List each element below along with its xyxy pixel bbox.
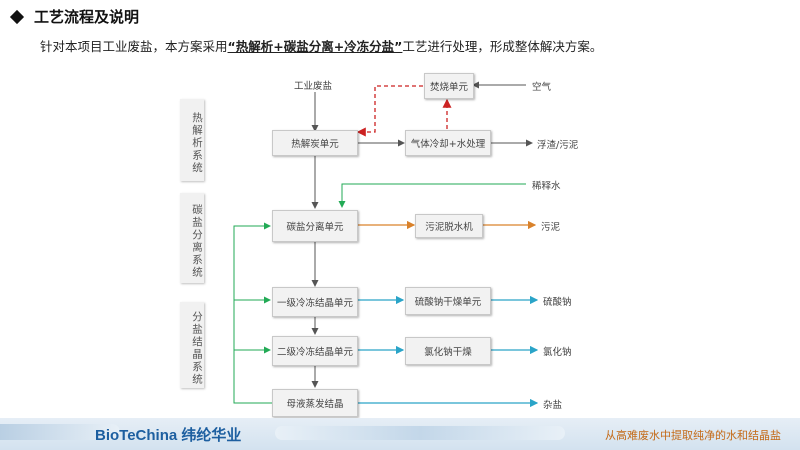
arrow-water-to-separation (338, 183, 526, 208)
system-crystallization-label: 分盐结晶系统 (191, 310, 203, 386)
node-sodium-sulfate-dry: 硫酸钠干燥单元 (405, 287, 491, 315)
node-pyrolysis: 热解炭单元 (272, 130, 358, 156)
node-freeze1: 一级冷冻结晶单元 (272, 287, 358, 317)
system-pyrolysis: 热解析系统 (180, 99, 204, 181)
footer-wave-center (275, 426, 565, 440)
input-waste-salt: 工业废盐 (294, 81, 333, 92)
node-combustion: 焚烧单元 (424, 73, 474, 99)
output-sludge: 污泥 (541, 222, 561, 233)
output-nacl: 氯化钠 (543, 347, 572, 358)
input-dilution-water: 稀释水 (532, 181, 561, 192)
footer-wave-left (0, 424, 120, 440)
output-sodium-sulfate: 硫酸钠 (543, 297, 572, 308)
node-nacl-dry: 氯化钠干燥 (405, 337, 491, 365)
output-air: 空气 (532, 82, 552, 93)
system-pyrolysis-label: 热解析系统 (191, 111, 203, 175)
node-gas-treatment: 气体冷却+水处理 (405, 130, 491, 156)
node-freeze2: 二级冷冻结晶单元 (272, 336, 358, 366)
node-mother-liquor: 母液蒸发结晶 (272, 389, 358, 417)
node-separation: 碳盐分离单元 (272, 210, 358, 242)
arrow-combustion-to-pyrolysis (356, 85, 423, 137)
brand-logo: BioTeChina 纬纶华业 (95, 427, 242, 444)
system-separation: 碳盐分离系统 (180, 193, 204, 283)
output-misc-salt: 杂盐 (543, 400, 563, 411)
page-title: 工艺流程及说明 (34, 8, 140, 26)
system-separation-label: 碳盐分离系统 (191, 203, 203, 279)
description-prefix: 针对本项目工业废盐，本方案采用 (40, 39, 228, 54)
system-crystallization: 分盐结晶系统 (180, 302, 204, 388)
description-suffix: 工艺进行处理，形成整体解决方案。 (402, 39, 603, 54)
output-scum-sludge: 浮渣/污泥 (537, 140, 579, 151)
description-highlight: “热解析+碳盐分离+冷冻分盐” (227, 39, 403, 54)
description: 针对本项目工业废盐，本方案采用“热解析+碳盐分离+冷冻分盐”工艺进行处理，形成整… (40, 36, 602, 55)
section-title: 工艺流程及说明 (8, 6, 139, 27)
footer-slogan: 从高难废水中提取纯净的水和结晶盐 (605, 429, 781, 442)
footer-banner: BioTeChina 纬纶华业 从高难废水中提取纯净的水和结晶盐 (0, 418, 800, 450)
arrow-recycle-loop (233, 222, 272, 404)
node-dewater: 污泥脱水机 (415, 214, 483, 238)
